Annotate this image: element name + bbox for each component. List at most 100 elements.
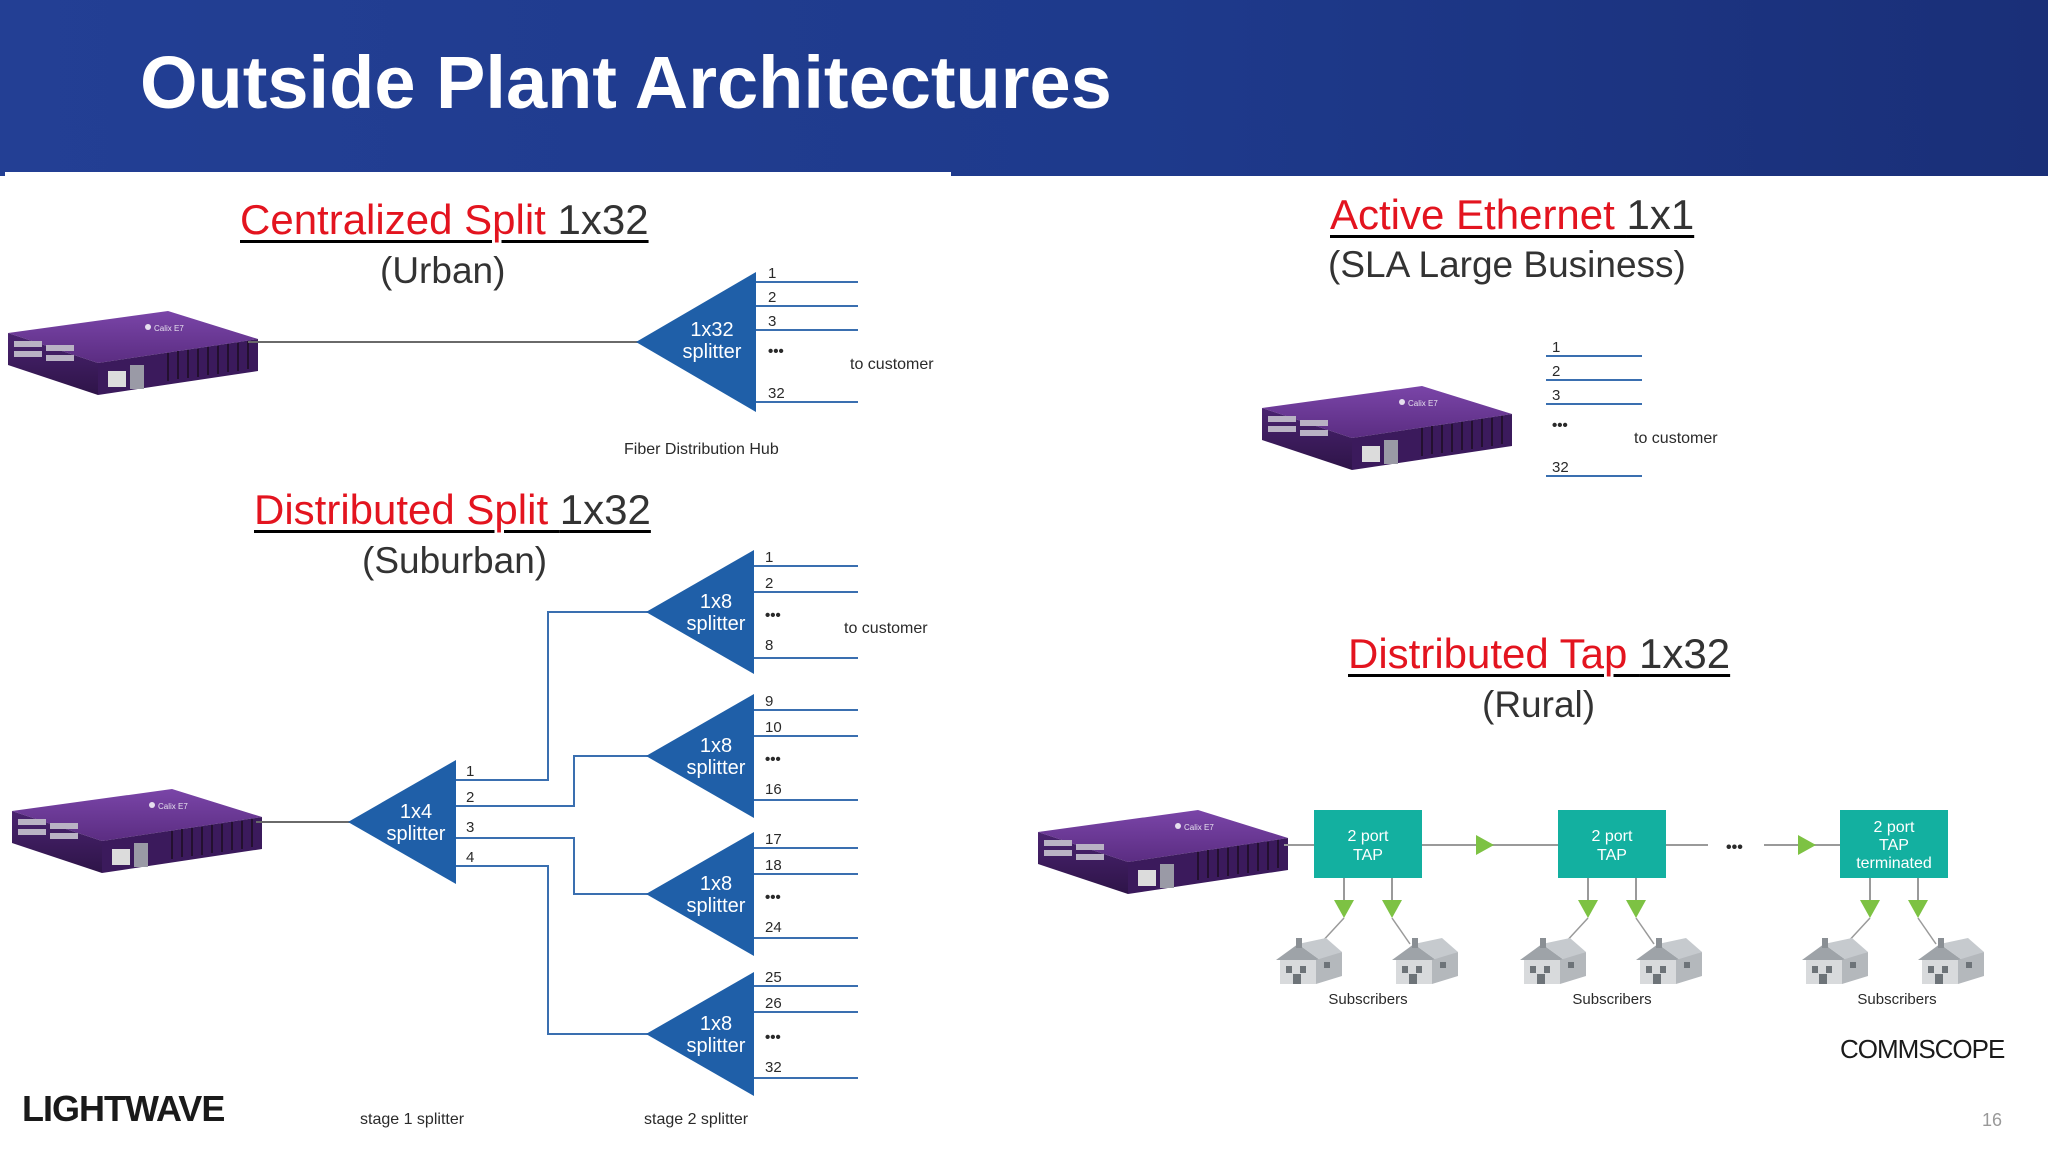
centralized-to-customer: to customer — [850, 356, 934, 373]
splitter-1x32-icon — [636, 272, 756, 412]
tap-1-line2: TAP — [1353, 847, 1383, 864]
splitter-1x8-icon — [646, 694, 754, 818]
stage2-port: 32 — [765, 1059, 782, 1076]
active-title-red: Active Ethernet — [1330, 191, 1627, 238]
olt-device-active-ethernet — [1261, 385, 1513, 471]
distributed-split-title: Distributed Split 1x32 — [254, 486, 651, 534]
centralized-output-lines — [756, 281, 858, 403]
stage2-port-ellipsis: ••• — [765, 607, 781, 624]
active-port: 3 — [1552, 387, 1560, 404]
arrow-right-icon — [1798, 835, 1816, 855]
active-port-ellipsis: ••• — [1552, 417, 1568, 434]
centralized-port: 32 — [768, 385, 785, 402]
tap-box-1 — [1314, 810, 1422, 878]
centralized-port-ellipsis: ••• — [768, 343, 784, 360]
active-port: 2 — [1552, 363, 1560, 380]
stage2-port: 10 — [765, 719, 782, 736]
active-title-ratio: 1x1 — [1626, 191, 1695, 238]
house-icon — [1802, 938, 1868, 984]
subscribers-label: Subscribers — [1857, 991, 1936, 1008]
commscope-logo: COMMSCOPE — [1840, 1034, 2005, 1064]
tap-2-line2: TAP — [1597, 847, 1627, 864]
stage1-port: 4 — [466, 849, 474, 866]
centralized-title-ratio: 1x32 — [557, 196, 649, 243]
stage1-port: 1 — [466, 763, 474, 780]
tap-3-line1: 2 port — [1874, 819, 1915, 836]
distributed-split-title-red: Distributed Split — [254, 486, 560, 533]
tap-3-line3: terminated — [1856, 855, 1932, 872]
splitter-1x8-line2: splitter — [687, 613, 746, 635]
stage2-port-ellipsis: ••• — [765, 1029, 781, 1046]
arrow-down-icon — [1382, 900, 1402, 918]
arrow-down-icon — [1908, 900, 1928, 918]
tap-box-3-terminated — [1840, 810, 1948, 878]
tap-3-line2: TAP — [1879, 837, 1909, 854]
splitter-1x8-line2: splitter — [687, 895, 746, 917]
stage2-port-ellipsis: ••• — [765, 751, 781, 768]
centralized-split-title: Centralized Split 1x32 — [240, 196, 649, 244]
lightwave-logo: LIGHTWAVE — [22, 1088, 225, 1129]
splitter-1x8-line2: splitter — [687, 757, 746, 779]
splitter-1x8-line1: 1x8 — [700, 735, 732, 757]
tap-1-line1: 2 port — [1348, 828, 1389, 845]
distributed-tap-title-red: Distributed Tap — [1348, 630, 1640, 677]
centralized-port: 1 — [768, 265, 776, 282]
stage2-splitter-group-4: 1x8 splitter 25 26 ••• 32 — [646, 969, 858, 1096]
splitter-1x8-icon — [646, 832, 754, 956]
arrow-down-icon — [1860, 900, 1880, 918]
house-icon — [1276, 938, 1342, 984]
splitter-1x8-icon — [646, 550, 754, 674]
stage2-splitter-label: stage 2 splitter — [644, 1111, 749, 1128]
olt-device-distributed-split — [11, 788, 263, 874]
active-ethernet-title: Active Ethernet 1x1 — [1330, 191, 1694, 239]
house-icon — [1918, 938, 1984, 984]
stage1-port: 2 — [466, 789, 474, 806]
distributed-to-customer: to customer — [844, 620, 928, 637]
splitter-1x4-icon — [348, 760, 456, 884]
arrow-down-icon — [1334, 900, 1354, 918]
distributed-tap-subtitle: (Rural) — [1482, 684, 1596, 725]
stage1-to-stage2-fibers — [456, 611, 650, 1035]
arrow-down-icon — [1578, 900, 1598, 918]
stage2-port-ellipsis: ••• — [765, 889, 781, 906]
stage2-splitter-group-3: 1x8 splitter 17 18 ••• 24 — [646, 831, 858, 956]
splitter-1x8-line1: 1x8 — [700, 873, 732, 895]
splitter-1x4-line2: splitter — [387, 823, 446, 845]
header-underline — [5, 172, 951, 178]
distributed-tap-title: Distributed Tap 1x32 — [1348, 630, 1730, 678]
stage2-port: 26 — [765, 995, 782, 1012]
arrow-right-icon — [1476, 835, 1494, 855]
splitter-1x8-line2: splitter — [687, 1035, 746, 1057]
stage2-port: 1 — [765, 549, 773, 566]
splitter-1x8-icon — [646, 972, 754, 1096]
splitter-1x8-line1: 1x8 — [700, 1013, 732, 1035]
active-ethernet-subtitle: (SLA Large Business) — [1328, 244, 1686, 285]
house-icon — [1392, 938, 1458, 984]
slide-title: Outside Plant Architectures — [140, 41, 1112, 124]
stage1-port: 3 — [466, 819, 474, 836]
stage2-port: 8 — [765, 637, 773, 654]
stage2-port: 24 — [765, 919, 782, 936]
stage2-port: 2 — [765, 575, 773, 592]
page-number: 16 — [1982, 1110, 2003, 1130]
splitter-1x32-line2: splitter — [683, 341, 742, 363]
distributed-tap-title-ratio: 1x32 — [1639, 630, 1731, 677]
tap-drop-lines — [1343, 878, 1919, 900]
active-port: 32 — [1552, 459, 1569, 476]
active-port: 1 — [1552, 339, 1560, 356]
centralized-title-red: Centralized Split — [240, 196, 558, 243]
distributed-split-subtitle: (Suburban) — [362, 540, 548, 581]
house-icon — [1520, 938, 1586, 984]
olt-device-distributed-tap — [1037, 809, 1289, 895]
olt-device-centralized — [7, 310, 259, 396]
stage2-port: 18 — [765, 857, 782, 874]
active-to-customer: to customer — [1634, 430, 1718, 447]
stage2-splitter-group-1: 1x8 splitter 1 2 ••• 8 to customer — [646, 549, 928, 674]
stage1-splitter-label: stage 1 splitter — [360, 1111, 465, 1128]
stage2-port: 9 — [765, 693, 773, 710]
tap-box-2 — [1558, 810, 1666, 878]
arrow-down-icon — [1626, 900, 1646, 918]
stage2-splitter-group-2: 1x8 splitter 9 10 ••• 16 — [646, 693, 858, 818]
splitter-1x8-line1: 1x8 — [700, 591, 732, 613]
